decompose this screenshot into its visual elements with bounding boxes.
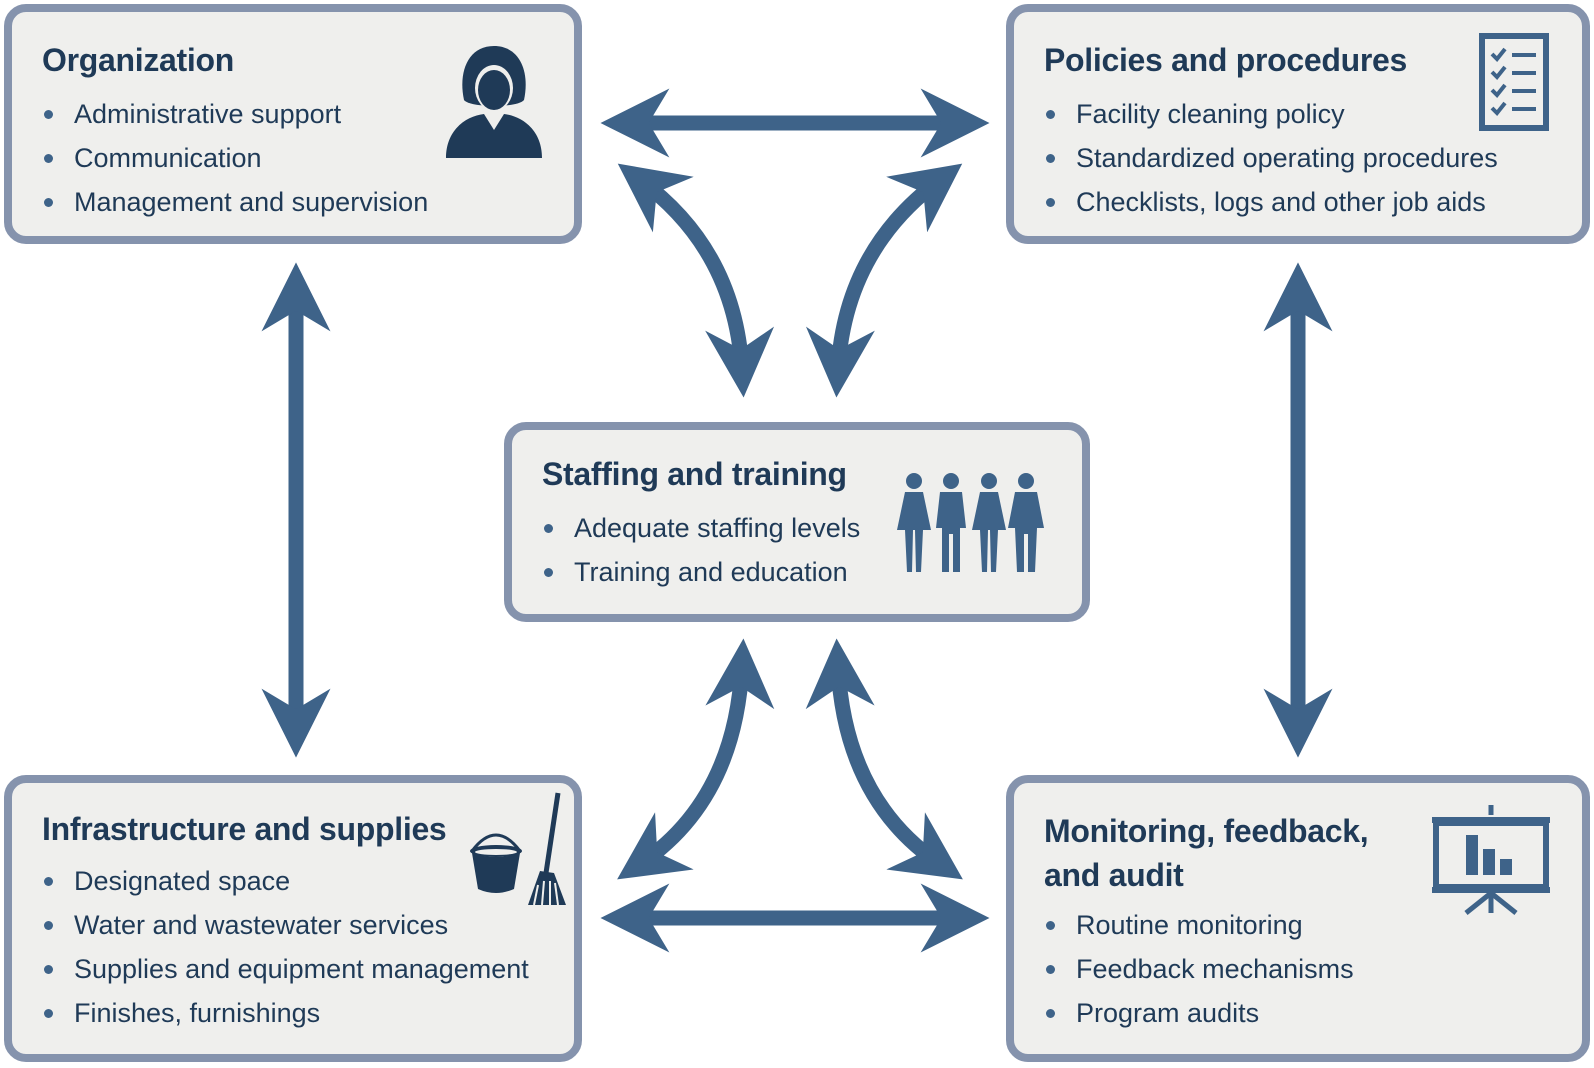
policies-title: Policies and procedures bbox=[1044, 42, 1408, 78]
list-item: Supplies and equipment management bbox=[42, 947, 574, 991]
policies-list: Facility cleaning policy Standardized op… bbox=[1044, 92, 1582, 224]
infrastructure-list: Designated space Water and wastewater se… bbox=[42, 859, 574, 1035]
list-item: Water and wastewater services bbox=[42, 903, 574, 947]
monitoring-list: Routine monitoring Feedback mechanisms P… bbox=[1044, 903, 1582, 1035]
arrow-staffing-infra bbox=[617, 638, 775, 880]
arrow-org-staffing bbox=[617, 163, 775, 398]
monitoring-title-line2: and audit bbox=[1044, 857, 1184, 893]
monitoring-title: Monitoring, feedback, and audit bbox=[1044, 809, 1582, 897]
organization-title: Organization bbox=[42, 42, 234, 78]
list-item: Program audits bbox=[1044, 991, 1582, 1035]
list-item: Communication bbox=[42, 136, 574, 180]
person-icon bbox=[446, 46, 542, 158]
arrow-staffing-monitoring bbox=[805, 638, 963, 880]
list-item: Adequate staffing levels bbox=[542, 506, 1082, 550]
presentation-chart-icon bbox=[1432, 805, 1550, 915]
list-item: Management and supervision bbox=[42, 180, 574, 224]
infrastructure-title: Infrastructure and supplies bbox=[42, 811, 447, 847]
list-item: Finishes, furnishings bbox=[42, 991, 574, 1035]
bucket-mop-icon bbox=[470, 792, 566, 906]
checklist-icon bbox=[1479, 33, 1549, 131]
staffing-title: Staffing and training bbox=[542, 456, 847, 492]
organization-box: Organization Administrative support Comm… bbox=[4, 4, 582, 244]
list-item: Feedback mechanisms bbox=[1044, 947, 1582, 991]
organization-list: Administrative support Communication Man… bbox=[42, 92, 574, 224]
list-item: Checklists, logs and other job aids bbox=[1044, 180, 1582, 224]
list-item: Designated space bbox=[42, 859, 574, 903]
list-item: Standardized operating procedures bbox=[1044, 136, 1582, 180]
infrastructure-box: Infrastructure and supplies Designated s… bbox=[4, 775, 582, 1062]
staffing-box: Staffing and training Adequate staffing … bbox=[504, 422, 1090, 622]
monitoring-box: Monitoring, feedback, and audit Routine … bbox=[1006, 775, 1590, 1062]
list-item: Routine monitoring bbox=[1044, 903, 1582, 947]
list-item: Administrative support bbox=[42, 92, 574, 136]
people-group-icon bbox=[897, 473, 1044, 572]
staffing-list: Adequate staffing levels Training and ed… bbox=[542, 506, 1082, 594]
arrow-policies-staffing bbox=[805, 163, 963, 398]
list-item: Facility cleaning policy bbox=[1044, 92, 1582, 136]
monitoring-title-line1: Monitoring, feedback, bbox=[1044, 813, 1369, 849]
policies-box: Policies and procedures Facility cleanin… bbox=[1006, 4, 1590, 244]
list-item: Training and education bbox=[542, 550, 1082, 594]
